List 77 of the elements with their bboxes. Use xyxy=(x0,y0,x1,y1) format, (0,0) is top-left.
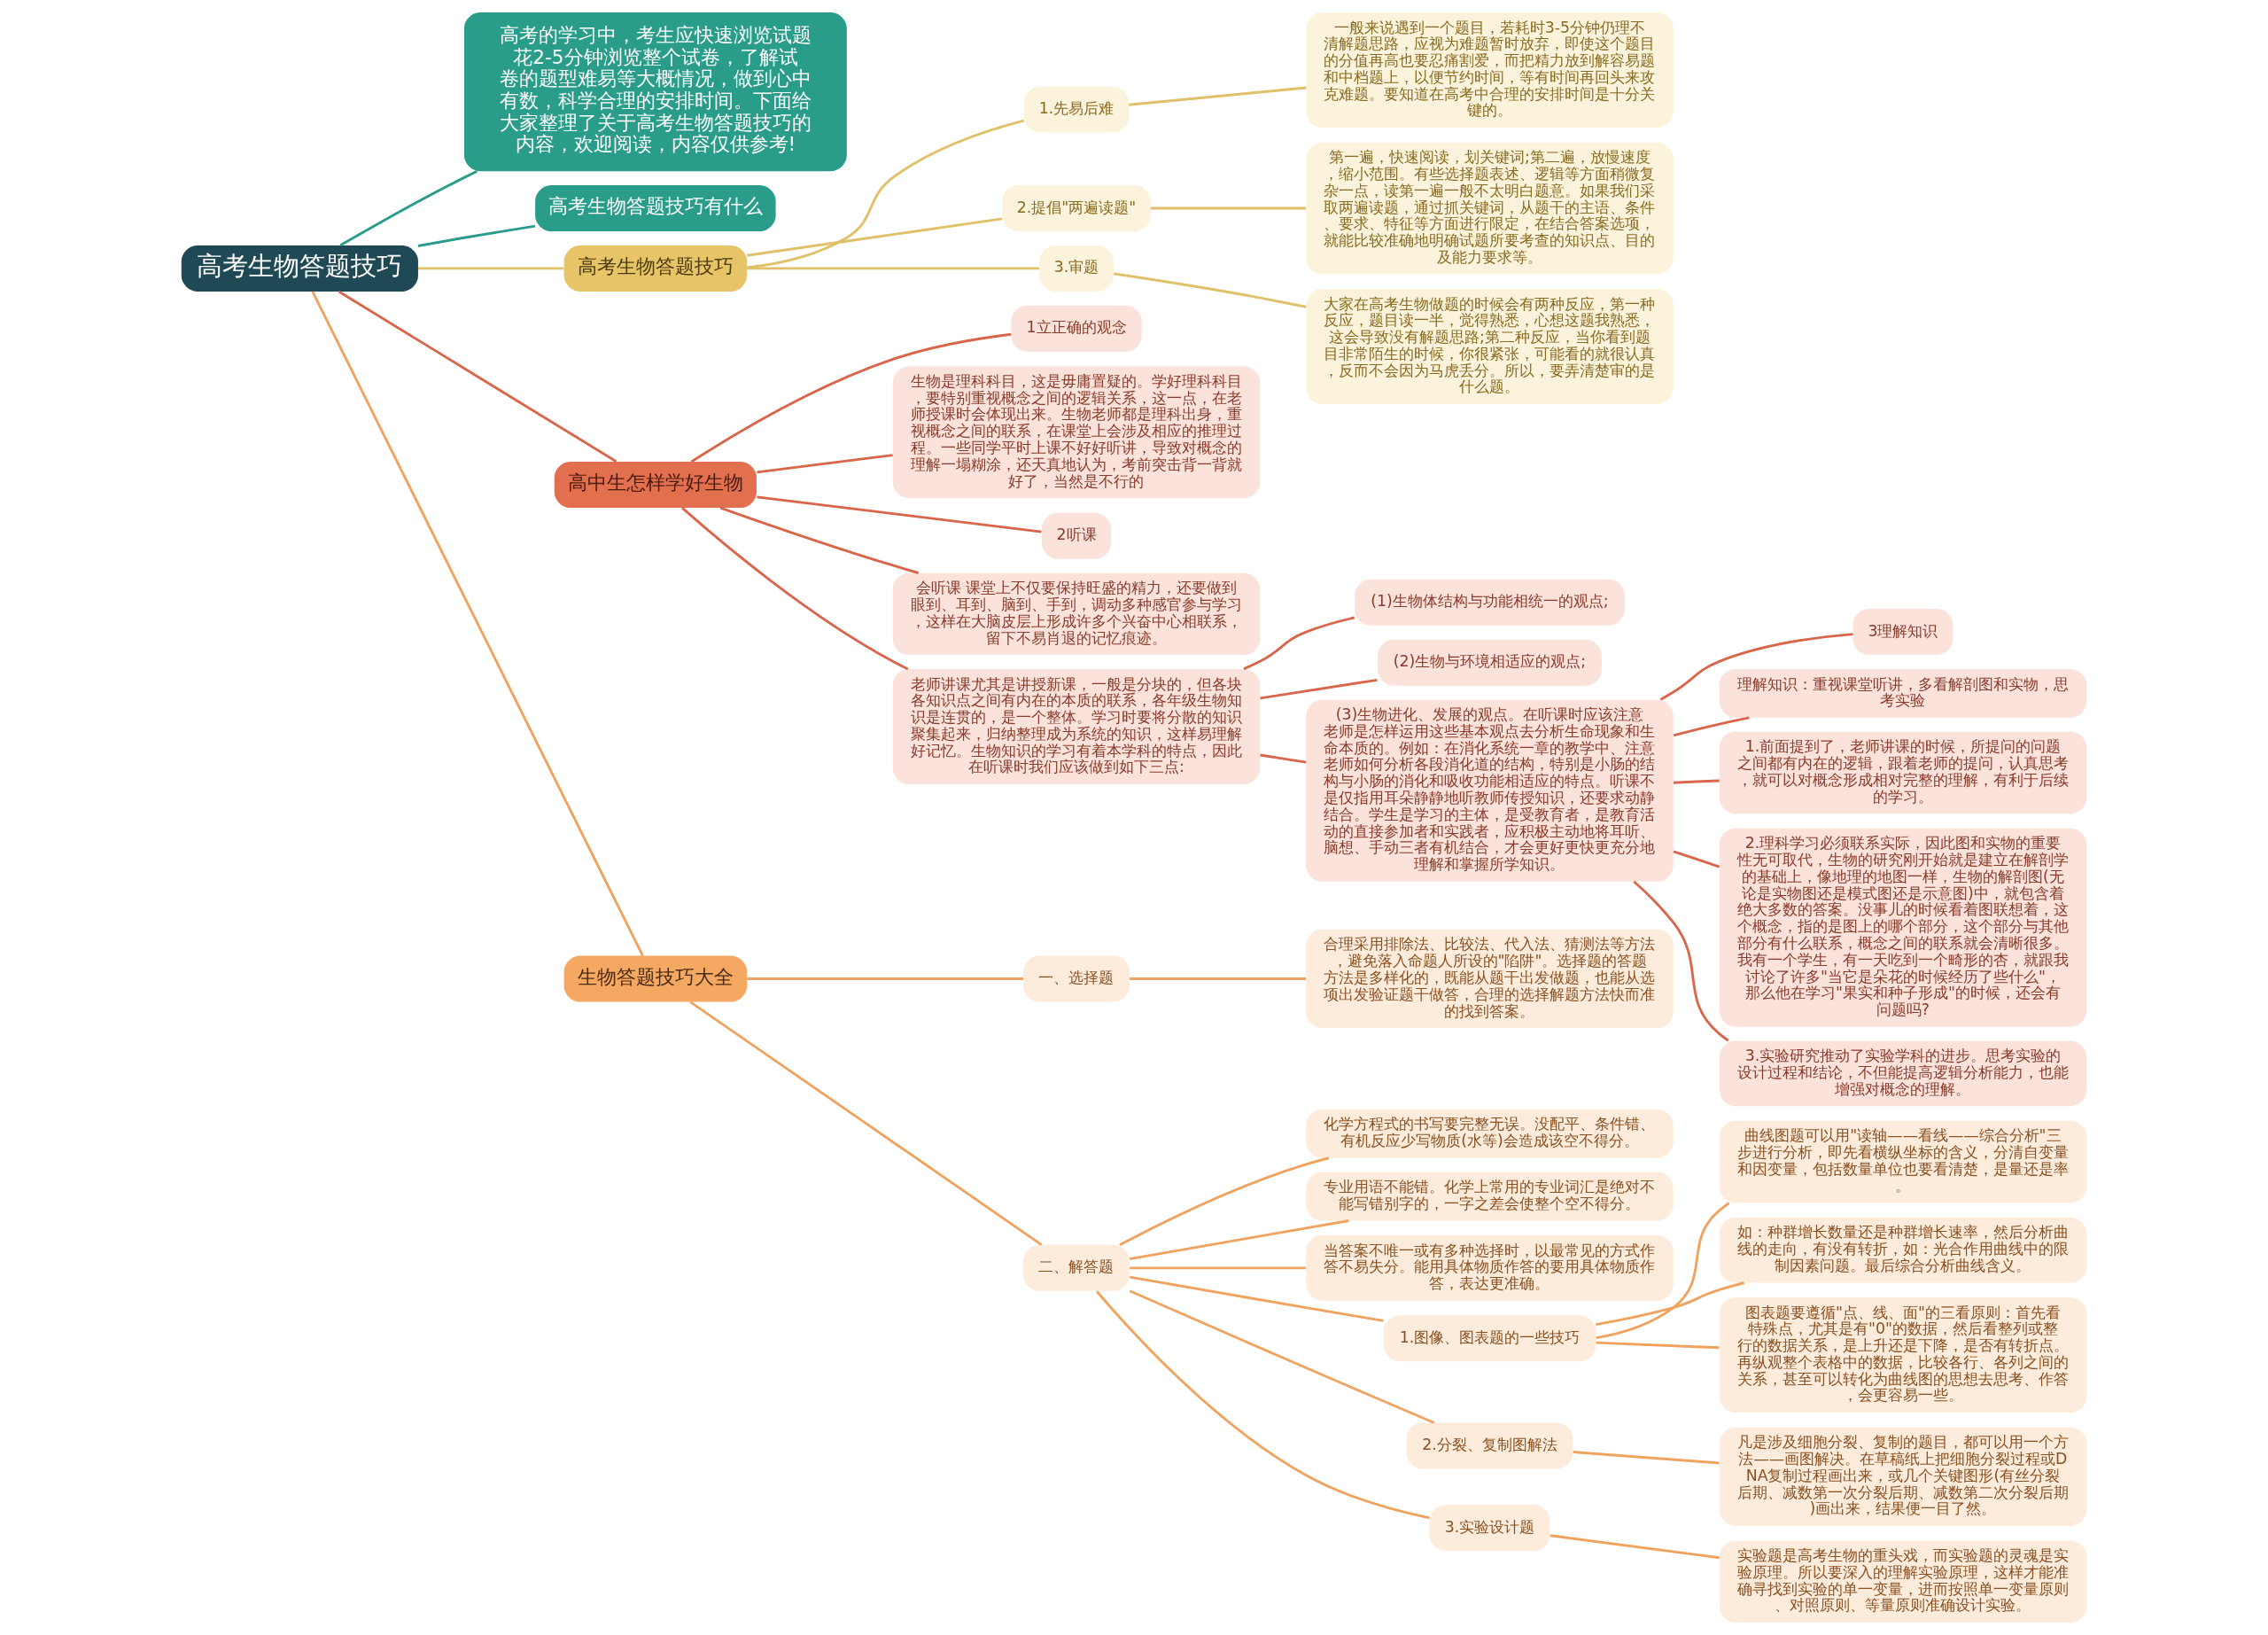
node-box: 化学方程式的书写要完整无误。没配平、条件错、有机反应少写物质(水等)会造成该空不得分。 xyxy=(1306,1109,1674,1158)
node-box: 会听课 课堂上不仅要保持旺盛的精力，还要做到眼到、耳到、脑到、手到，调动多种感官参与学习，这样在大脑皮层上形成许多个兴奋中心相联系，留下不易肖退的记忆痕迹。 xyxy=(892,572,1261,656)
connector xyxy=(1113,272,1307,308)
node-box: 凡是涉及细胞分裂、复制的题目，都可以用一个方法——画图解决。在草稿纸上把细胞分裂过程或DNA复制过程画出来，或几个关键图形(有丝分裂后期、减数第一次分裂后期、减数第二次分裂后期)画出来，结果便一目了然。 xyxy=(1719,1427,2087,1526)
connector xyxy=(1095,1290,1430,1520)
node-box: 图表题要遵循"点、线、面"的三看原则：首先看特殊点，尤其是有"0"的数据，然后看整列或整行的数据关系，是上升还是下降，是否有转折点。再纵观整个表格中的数据，比较各行、各列之间的关系，甚至可以转化为曲线图的思想去思考、作答，会更容易一些。 xyxy=(1719,1297,2087,1413)
connector xyxy=(1673,779,1720,784)
connector xyxy=(1260,678,1378,700)
connector xyxy=(1260,753,1307,764)
node-box: 一般来说遇到一个题目，若耗时3-5分钟仍理不清解题思路，应视为难题暂时放弃，即使这个题目的分值再高也要忍痛割爱，而把精力放到解容易题和中档题上，以便节约时间，等有时间再回头来攻克难题。要知道在高考中合理的安排时间是十分关键的。 xyxy=(1306,12,1674,128)
connector xyxy=(747,977,1023,980)
connector xyxy=(747,217,1003,257)
node-box: 实验题是高考生物的重头戏，而实验题的灵魂是实验原理。所以要深入的理解实验原理，这样才能准确寻找到实验的单一变量，进而按照单一变量原则、对照原则、等量原则准确设计实验。 xyxy=(1719,1540,2087,1623)
node-box: 3.实验研究推动了实验学科的进步。思考实验的设计过程和结论，不但能提高逻辑分析能力，也能增强对概念的理解。 xyxy=(1719,1040,2087,1107)
connector xyxy=(417,224,536,247)
node-box: 3.审题 xyxy=(1039,245,1114,292)
connector xyxy=(418,267,564,270)
connector xyxy=(1119,1156,1330,1247)
node-box: 高考的学习中，考生应快速浏览试题花2-5分钟浏览整个试卷，了解试卷的题型难易等大概情况，做到心中有数，科学合理的安排时间。下面给大家整理了关于高考生物答题技巧的内容，欢迎阅读，内容仅供参考! xyxy=(463,12,847,172)
connector xyxy=(1596,1202,1730,1340)
node-box: 3.实验设计题 xyxy=(1429,1505,1550,1552)
node-box: (3)生物进化、发展的观点。在听课时应该注意老师是怎样运用这些基本观点去分析生命现象和生命本质的。例如：在消化系统一章的教学中、注意老师如何分析各段消化道的结构，特别是小肠的结构与小肠的消化和吸收功能相适应的特点。听课不是仅指用耳朵静静地听教师传授知识，还要求动静结合。学生是学习的主体，是受教育者，是教育活动的直接参加者和实践者，应积极主动地将耳听、脑想、手动三者有机结合，才会更好更快更充分地理解和掌握所学知识。 xyxy=(1306,699,1674,882)
node-box: 1.前面提到了，老师讲课的时候，所提问的问题之间都有内在的逻辑，跟着老师的提问，认真思考，就可以对概念形成相对完整的理解，有利于后续的学习。 xyxy=(1719,731,2087,814)
node-box: 高考生物答题技巧 xyxy=(563,245,748,292)
connector xyxy=(747,267,1039,270)
node-box: (2)生物与环境相适应的观点; xyxy=(1378,639,1602,686)
node-box: 2.提倡"两遍读题" xyxy=(1002,185,1151,232)
node-box: 生物是理科科目，这是毋庸置疑的。学好理科科目，要特别重视概念之间的逻辑关系，这一点，在老师授课时会体现出来。生物老师都是理科出身，重视概念之间的联系，在课堂上会涉及相应的推理过程。一些同学平时上课不好好听讲，导致对概念的理解一塌糊涂，还天真地认为，考前突击背一背就好了，当然是不行的 xyxy=(892,366,1261,499)
connector xyxy=(338,290,617,463)
node-box: 如：种群增长数量还是种群增长速率，然后分析曲线的走向，有没有转折，如：光合作用曲线中的限制因素问题。最后综合分析曲线含义。 xyxy=(1719,1217,2087,1283)
node-box: 2.分裂、复制图解法 xyxy=(1406,1422,1573,1469)
connector xyxy=(690,332,1012,463)
connector xyxy=(1596,1341,1720,1350)
connector xyxy=(1659,633,1853,701)
node-box: 1立正确的观念 xyxy=(1011,305,1142,352)
node-box: 1.先易后难 xyxy=(1023,86,1130,133)
node-box: 1.图像、图表题的一些技巧 xyxy=(1383,1315,1596,1362)
connector xyxy=(1130,977,1306,980)
connector xyxy=(1130,1275,1384,1322)
connector xyxy=(1243,616,1355,671)
node-box: 高考生物答题技巧有什么 xyxy=(535,185,776,232)
connector xyxy=(1673,716,1750,737)
connector xyxy=(757,495,1042,533)
node-box: 专业用语不能错。化学上常用的专业词汇是绝对不能写错别字的，一字之差会使整个空不得分。 xyxy=(1306,1172,1674,1221)
connector xyxy=(339,169,478,247)
node-box: 合理采用排除法、比较法、代入法、猜测法等方法，避免落入命题人所设的"陷阱"。选择题的答题方法是多样化的，既能从题干出发做题，也能从选项出发验证题干做答，合理的选择解题方法快而准的找到答案。 xyxy=(1306,929,1674,1029)
node-box: 曲线图题可以用"读轴——看线——综合分析"三步进行分析，即先看横纵坐标的含义，分清自变量和因变量，包括数量单位也要看清楚，是量还是率。 xyxy=(1719,1120,2087,1203)
node-box: 一、选择题 xyxy=(1023,955,1130,1002)
connector xyxy=(757,454,893,474)
connector xyxy=(1573,1451,1720,1465)
connector xyxy=(311,291,644,957)
connector xyxy=(1673,850,1720,868)
node-box: (1)生物体结构与功能相统一的观点; xyxy=(1355,579,1625,626)
node-box: 二、解答题 xyxy=(1023,1244,1130,1291)
node-box: 当答案不唯一或有多种选择时，以最常见的方式作答不易失分。能用具体物质作答的要用具体物质作答，表达更准确。 xyxy=(1306,1235,1674,1301)
connector xyxy=(719,506,919,574)
node-box: 2听课 xyxy=(1042,512,1111,559)
connector xyxy=(1633,880,1729,1042)
connector xyxy=(1129,86,1307,106)
node-box: 高考生物答题技巧 xyxy=(181,245,418,292)
connector xyxy=(1130,1266,1306,1270)
node-box: 高中生怎样学好生物 xyxy=(554,462,757,508)
connector xyxy=(689,1000,1043,1246)
node-box: 3理解知识 xyxy=(1852,609,1953,656)
node-box: 老师讲课尤其是讲授新课，一般是分块的，但各块各知识点之间有内在的本质的联系，各年级生物知识是连贯的，是一个整体。学习时要将分散的知识聚集起来，归纳整理成为系统的知识，这样易理解好记忆。生物知识的学习有着本学科的特点，因此在听课时我们应该做到如下三点: xyxy=(892,668,1261,784)
connector xyxy=(1150,206,1307,210)
node-box: 2.理科学习必须联系实际，因此图和实物的重要性无可取代，生物的研究刚开始就是建立在解剖学的基础上，像地理的地图一样，生物的解剖图(无论是实物图还是模式图还是示意图)中，就包含着绝大多数的答案。没事儿的时候看着图联想着，这个概念，指的是图上的哪个部分，这个部分与其他部分有什么联系，概念之间的联系就会清晰很多。我有一个学生，有一天吃到一个畸形的杏，就跟我讨论了许多"当它是朵花的时候经历了些什么"，那么他在学习"果实和种子形成"的时候，还会有问题吗? xyxy=(1719,828,2087,1027)
node-box: 第一遍，快速阅读，划关键词;第二遍，放慢速度，缩小范围。有些选择题表述、逻辑等方面稍微复杂一点，读第一遍一般不太明白题意。如果我们采取两遍读题，通过抓关键词，从题干的主语、条件、要求、特征等方面进行限定，在结合答案选项，就能比较准确地明确试题所要考查的知识点、目的及能力要求等。 xyxy=(1306,142,1674,275)
connector xyxy=(1596,1281,1745,1327)
connector xyxy=(1129,1219,1349,1261)
node-box: 生物答题技巧大全 xyxy=(563,955,748,1002)
node-box: 理解知识：重视课堂听讲，多看解剖图和实物，思考实验 xyxy=(1719,668,2087,718)
connector xyxy=(1550,1534,1720,1560)
node-box: 大家在高考生物做题的时候会有两种反应，第一种反应，题目读一半，觉得熟悉，心想这题我熟悉，这会导致没有解题思路;第二种反应，当你看到题目非常陌生的时候，你很紧张，可能看的就很认真，反而不会因为马虎丢分。所以，要弄清楚审的是什么题。 xyxy=(1306,289,1674,404)
connector xyxy=(681,507,909,671)
connector xyxy=(747,119,1025,269)
connector xyxy=(1129,1289,1435,1424)
